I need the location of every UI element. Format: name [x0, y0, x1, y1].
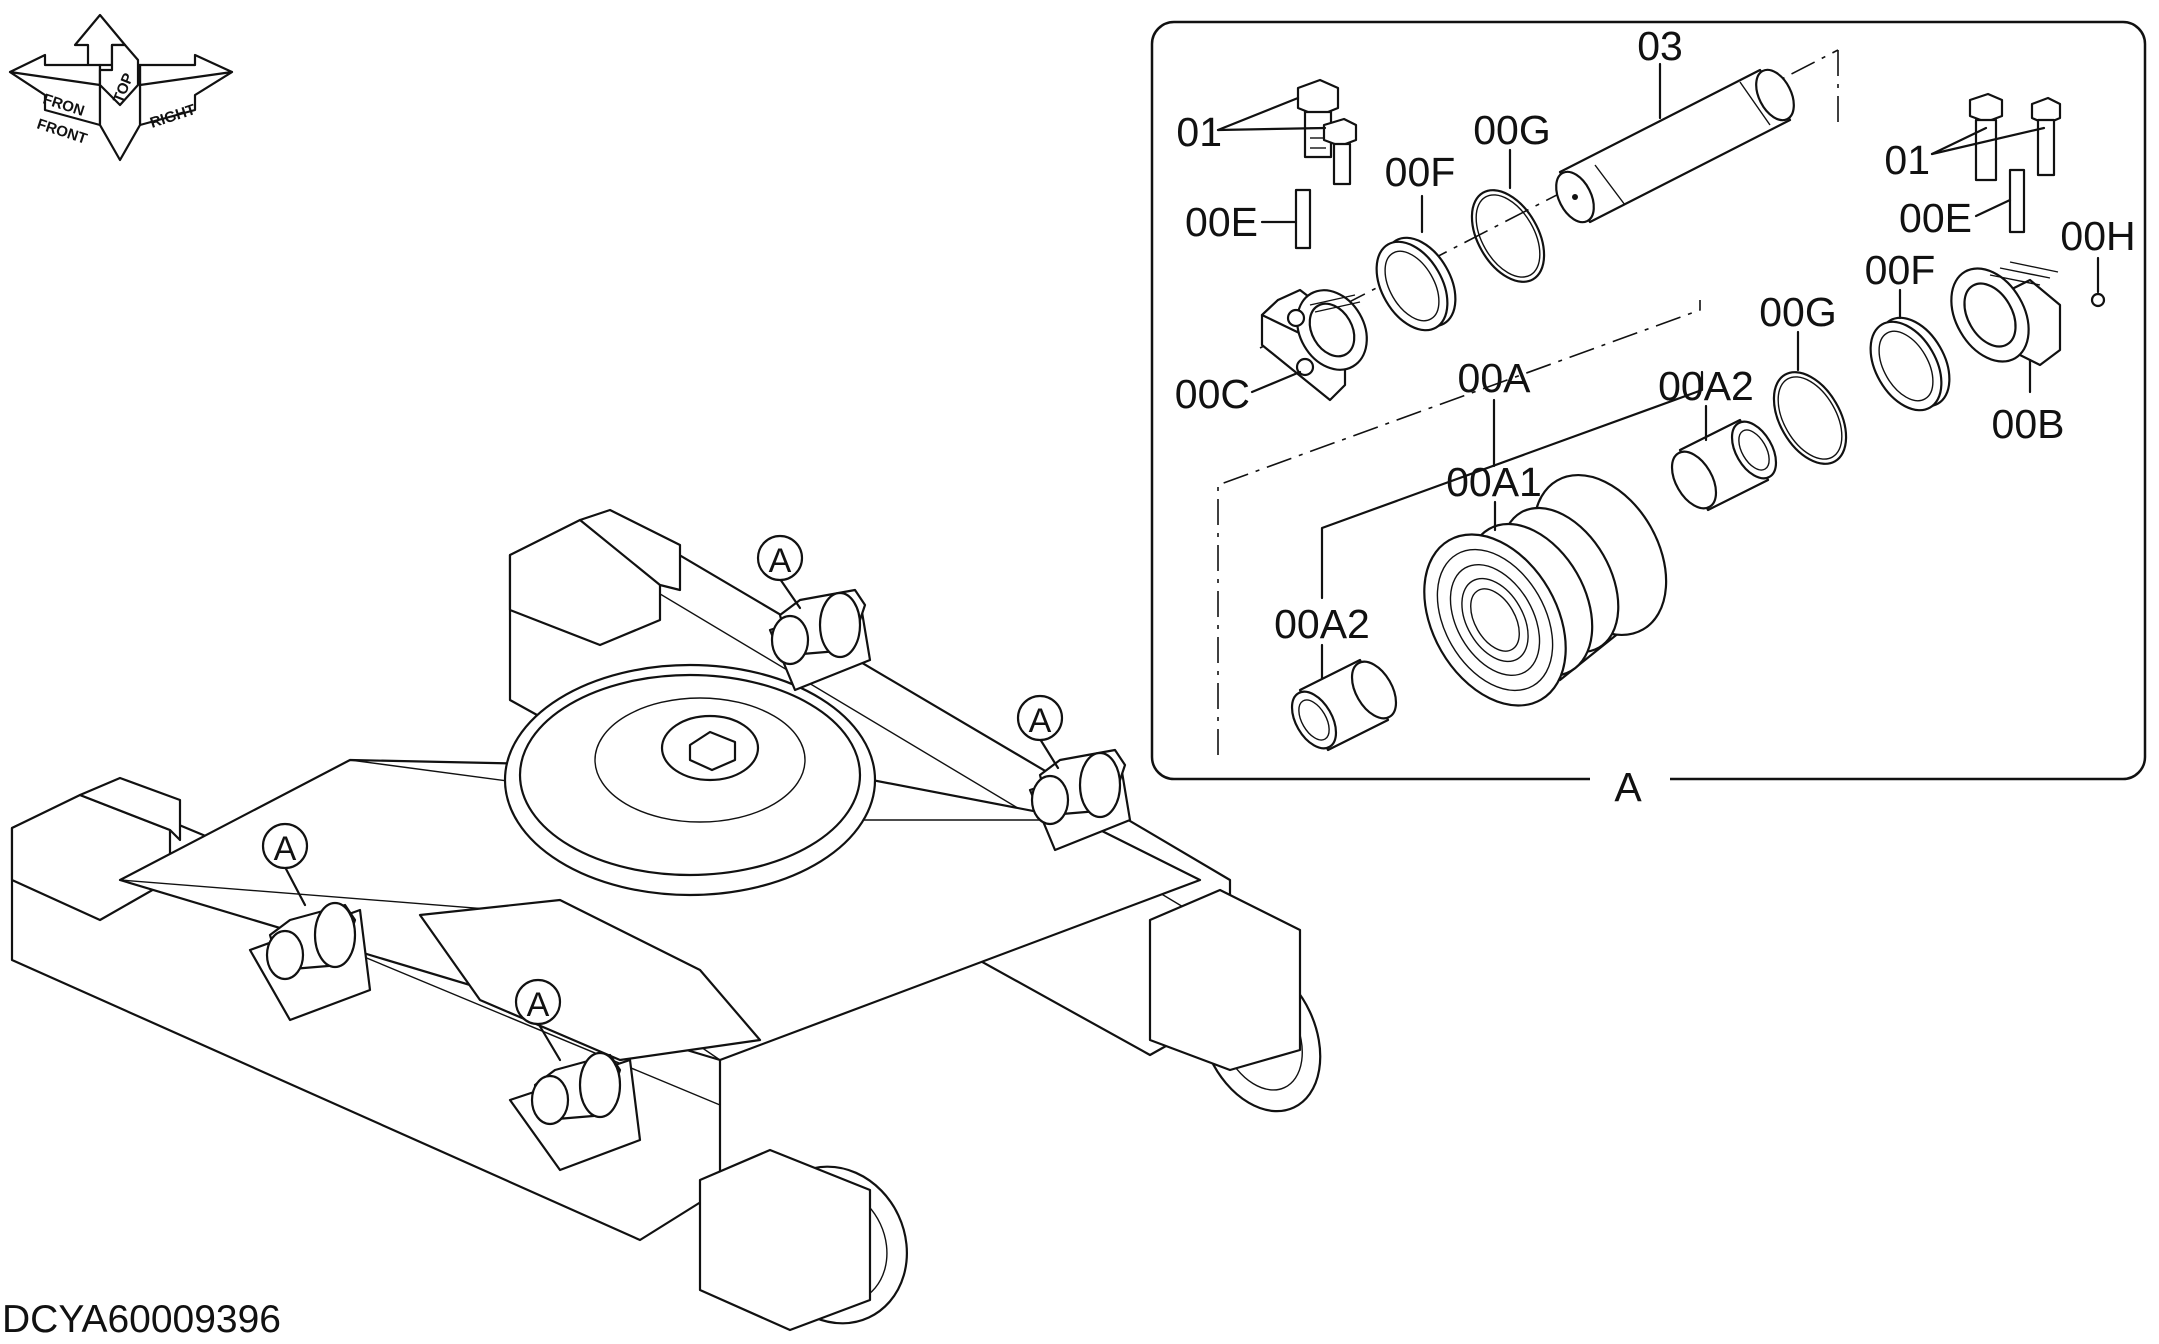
roller-assy-bracket: [1320, 370, 1704, 600]
roller-body-part: [1423, 473, 1668, 707]
label-01-left: 01: [1176, 109, 1222, 155]
collar-right-part: [1950, 261, 2062, 367]
svg-text:A: A: [527, 986, 550, 1024]
pin-right-part: [2008, 168, 2026, 234]
label-00A2-right: 00A2: [1658, 363, 1754, 409]
upper-roller-rear-left: [508, 1051, 642, 1172]
label-00C: 00C: [1175, 371, 1250, 417]
oring-left-part: [1470, 189, 1546, 283]
upper-roller-front-left: [248, 901, 372, 1022]
label-00G-left: 00G: [1473, 107, 1551, 153]
centerline-left: [1217, 300, 1701, 755]
bolt-left-part: [1296, 78, 1358, 186]
svg-text:A: A: [1029, 702, 1052, 740]
svg-text:A: A: [274, 830, 297, 868]
label-00G-right: 00G: [1759, 289, 1837, 335]
seal-right-part: [1869, 316, 1951, 412]
pin-left-part: [1294, 188, 1312, 250]
label-00F-right: 00F: [1865, 247, 1936, 293]
oring-right-part: [1772, 371, 1848, 465]
upper-roller-front-right: [768, 588, 872, 692]
label-00B: 00B: [1992, 401, 2065, 447]
label-00F-left: 00F: [1385, 149, 1456, 195]
detail-view-label-mask: [1590, 765, 1670, 795]
callout-a-1[interactable]: A: [756, 534, 804, 610]
bolt-right-part: [1968, 92, 2062, 182]
callout-a-2[interactable]: A: [1016, 694, 1064, 770]
bushing-right-part: [1670, 418, 1778, 512]
drawing-code: DCYA60009396: [2, 1298, 281, 1341]
label-00E-right: 00E: [1899, 195, 1972, 241]
upper-roller-rear-right: [1028, 748, 1132, 852]
label-00H: 00H: [2060, 213, 2135, 259]
label-00A2-left: 00A2: [1274, 601, 1370, 647]
track-frame-assembly: [10, 508, 1322, 1332]
plug-part: [2090, 292, 2106, 308]
shaft-part: [1555, 68, 1795, 224]
svg-text:A: A: [769, 542, 792, 580]
collar-left-part: [1260, 288, 1368, 402]
label-03: 03: [1637, 23, 1683, 69]
detail-view-label: A: [1614, 764, 1642, 810]
bushing-left-part: [1290, 658, 1398, 752]
orientation-indicator-icon: FRON FRONT TOP RIGHT: [8, 13, 234, 162]
label-01-right: 01: [1884, 137, 1930, 183]
label-00A: 00A: [1458, 355, 1532, 401]
seal-left-part: [1375, 236, 1457, 332]
label-00E-left: 00E: [1185, 199, 1258, 245]
callout-a-4[interactable]: A: [514, 978, 562, 1062]
callout-a-3[interactable]: A: [261, 822, 309, 907]
